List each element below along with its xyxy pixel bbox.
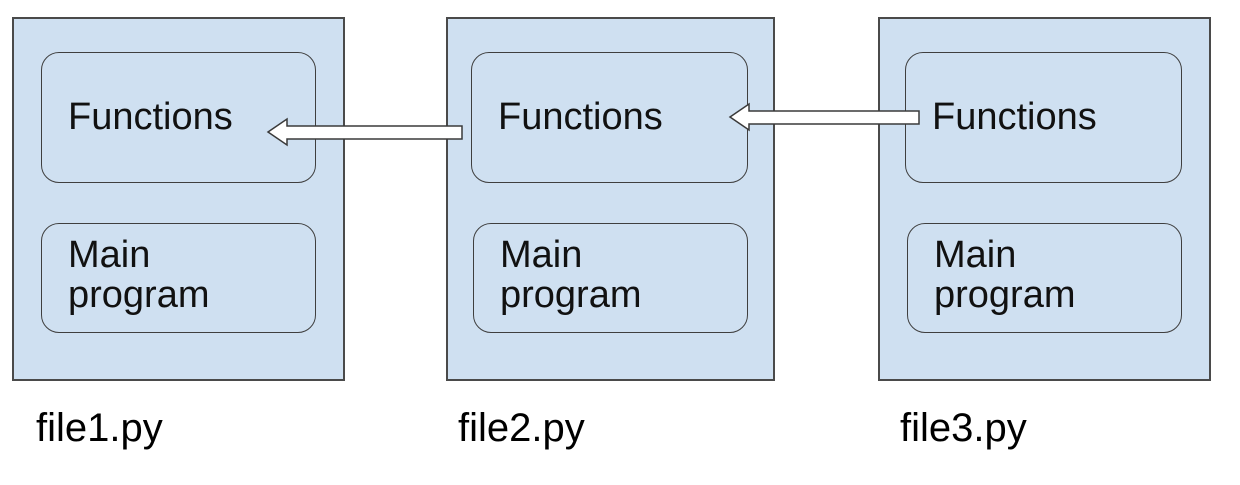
file3-main-program-box: Main program <box>907 223 1182 333</box>
file2-functions-label: Functions <box>498 96 663 138</box>
file3-functions-box: Functions <box>905 52 1182 183</box>
file1-panel: Functions Main program <box>12 17 345 381</box>
file3-panel: Functions Main program <box>878 17 1211 381</box>
file2-panel: Functions Main program <box>446 17 775 381</box>
file2-filename: file2.py <box>458 406 585 450</box>
file3-filename: file3.py <box>900 406 1027 450</box>
file2-main-label-line1: Main <box>500 234 583 276</box>
file3-main-label-line2: program <box>934 274 1076 316</box>
file1-functions-label: Functions <box>68 96 233 138</box>
file1-main-program-box: Main program <box>41 223 316 333</box>
file3-main-label-line1: Main <box>934 234 1017 276</box>
file1-main-label-line2: program <box>68 274 210 316</box>
file2-main-program-box: Main program <box>473 223 748 333</box>
file2-functions-box: Functions <box>471 52 748 183</box>
file1-main-label-line1: Main <box>68 234 151 276</box>
file2-main-label-line2: program <box>500 274 642 316</box>
file3-functions-label: Functions <box>932 96 1097 138</box>
arrow-file2-to-file1 <box>266 117 463 147</box>
file1-filename: file1.py <box>36 406 163 450</box>
file1-functions-box: Functions <box>41 52 316 183</box>
arrow-file3-to-file2 <box>728 102 920 132</box>
